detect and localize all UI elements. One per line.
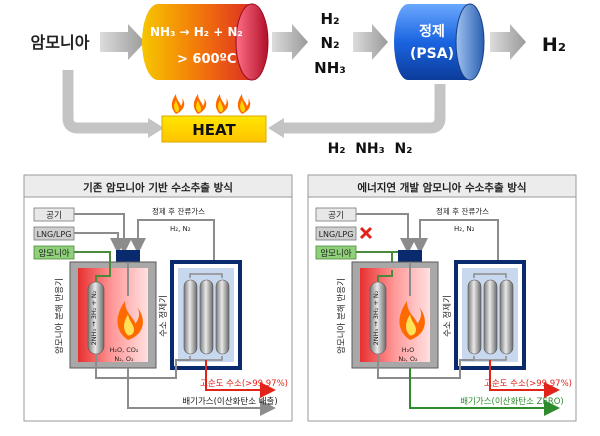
left-panel-title: 기존 암모니아 기반 수소추출 방식 [83, 181, 233, 194]
lng-label: LNG/LPG [37, 230, 72, 239]
reactor-flame-icon [399, 301, 425, 340]
purifier-column [483, 279, 498, 355]
heat-flames [171, 94, 251, 114]
purifier-column [467, 279, 482, 355]
flame-icon [215, 94, 229, 114]
fuel-line [62, 70, 150, 134]
lng-blocked-icon [359, 226, 373, 240]
product-line [489, 360, 560, 398]
burner [398, 250, 422, 262]
reactor-equation: NH₃ → H₂ + N₂ [150, 25, 243, 39]
air-label: 공기 [328, 211, 344, 221]
recycle-gases: H₂ NH₃ N₂ [328, 141, 413, 157]
right-panel: 에너지연 개발 암모니아 수소추출 방식 공기 LNG/LPG 암모니아 정제 … [307, 174, 577, 422]
residual-sub: H₂, N₂ [454, 225, 475, 233]
ammonia-into-tube [95, 252, 111, 282]
lng-line [74, 232, 126, 254]
flame-icon [193, 94, 207, 114]
gas-n2: N₂ [320, 34, 339, 52]
reactor-temperature: > 600ºC [177, 52, 236, 67]
purifier-column [215, 279, 230, 355]
product-line [205, 360, 276, 398]
right-panel-title: 에너지연 개발 암모니아 수소추출 방식 [357, 181, 526, 194]
flame-icon [171, 94, 185, 114]
lng-input-box [315, 226, 357, 241]
feed-arrow [100, 24, 145, 60]
reactor-label: 암모니아 분해 반응기 [336, 278, 347, 354]
gas-nh3: NH₃ [314, 59, 346, 77]
burner [116, 250, 140, 262]
residual-line [130, 219, 215, 262]
left-panel: 기존 암모니아 기반 수소추출 방식 공기 LNG/LPG 암모니아 정제 후 … [23, 174, 293, 422]
decomposition-reactor: NH₃ → H₂ + N₂ > 600ºC [142, 3, 269, 81]
ammonia-into-tube [377, 270, 393, 282]
top-ammonia-label: 암모니아 [31, 33, 90, 52]
product-label: 고순도 수소(>99.97%) [484, 379, 572, 389]
recycle-line [282, 84, 446, 134]
exhaust-label: 배기가스(이산화탄소 ZERO) [460, 396, 564, 407]
ammonia-label: 암모니아 [320, 248, 351, 259]
reformate-line [95, 354, 190, 379]
heat-box [161, 115, 267, 143]
exhaust-line [127, 368, 276, 416]
reaction-label: 2NH₃ → 3H₂ + N₂ [90, 290, 98, 345]
recycle-line-head [268, 118, 284, 138]
psa-label-sub: (PSA) [410, 46, 454, 62]
purifier-label: 수소 정제기 [442, 295, 453, 337]
exhaust-line [409, 368, 560, 416]
fuel-line-head [148, 118, 164, 138]
ammonia-label: 암모니아 [38, 248, 69, 259]
residual-sub: H₂, N₂ [170, 225, 191, 233]
flue-mix-2: N₂, O₂ [114, 355, 134, 363]
reactor-out-arrow [272, 24, 308, 60]
residual-label: 정제 후 잔류가스 [152, 206, 205, 216]
air-label: 공기 [46, 211, 62, 221]
reaction-label: 2NH₃ → 3H₂ + N₂ [372, 290, 380, 345]
column-header [189, 273, 223, 278]
product-arrow [490, 24, 526, 60]
purifier-label: 수소 정제기 [158, 295, 169, 337]
psa-purifier: 정제 (PSA) [394, 3, 485, 81]
flue-mix-1: H₂O, CO₂ [109, 346, 138, 354]
final-h2: H₂ [542, 34, 566, 56]
air-line [356, 213, 416, 254]
flue-mix-2: N₂, O₂ [398, 355, 418, 363]
purifier-column [499, 279, 514, 355]
reactor-flame-icon [117, 301, 143, 340]
residual-label: 정제 후 잔류가스 [436, 206, 489, 216]
purifier-column [183, 279, 198, 355]
reactor-label: 암모니아 분해 반응기 [54, 278, 65, 354]
residual-line [412, 219, 499, 262]
flame-icon [237, 94, 251, 114]
product-label: 고순도 수소(>99.97%) [200, 379, 288, 389]
lng-label: LNG/LPG [319, 230, 354, 239]
gas-h2: H₂ [320, 10, 339, 28]
reformate-line [377, 354, 474, 379]
flue-mix-1: H₂O [402, 346, 415, 354]
purifier-column [199, 279, 214, 355]
psa-label: 정제 [419, 23, 445, 40]
column-header [473, 273, 507, 278]
heat-label: HEAT [192, 121, 236, 139]
psa-feed-arrow [353, 24, 388, 60]
exhaust-label: 배기가스(이산화탄소 배출) [182, 396, 277, 407]
